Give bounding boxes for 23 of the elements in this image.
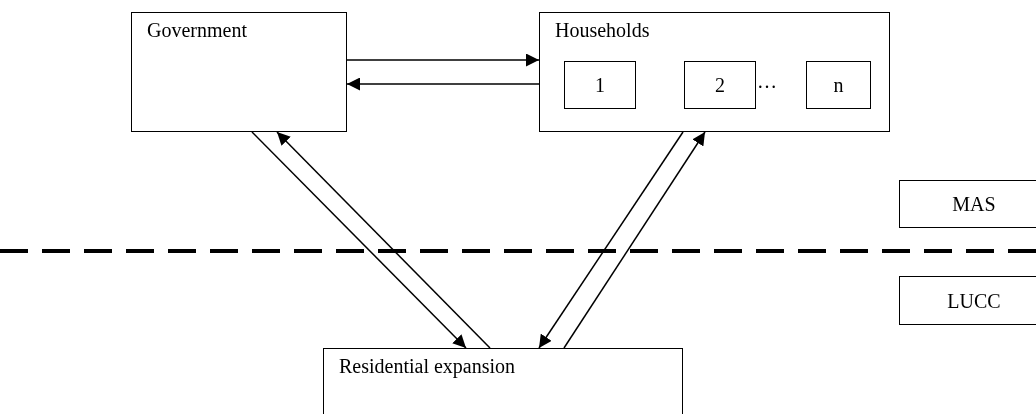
arrow bbox=[276, 131, 491, 349]
arrow bbox=[346, 53, 540, 67]
node-label: LUCC bbox=[947, 289, 1001, 312]
node-label: MAS bbox=[952, 193, 996, 215]
node-label: Households bbox=[555, 19, 650, 41]
arrow bbox=[346, 77, 540, 91]
node-label: 1 bbox=[595, 74, 605, 96]
process-box bbox=[899, 180, 1036, 228]
arrow bbox=[563, 131, 706, 349]
node-label: Government bbox=[147, 19, 247, 41]
process-box bbox=[899, 276, 1036, 325]
ellipsis-label: … bbox=[757, 70, 777, 93]
arrow bbox=[538, 131, 684, 349]
process-box bbox=[539, 12, 890, 132]
node-label: n bbox=[833, 74, 844, 96]
agent-box bbox=[564, 61, 636, 109]
process-box bbox=[131, 12, 347, 132]
agent-box bbox=[806, 61, 871, 109]
agent-box bbox=[684, 61, 756, 109]
process-box bbox=[323, 348, 683, 414]
node-label: 2 bbox=[715, 74, 725, 96]
node-label: Residential expansion bbox=[339, 355, 516, 377]
arrow bbox=[251, 131, 467, 349]
